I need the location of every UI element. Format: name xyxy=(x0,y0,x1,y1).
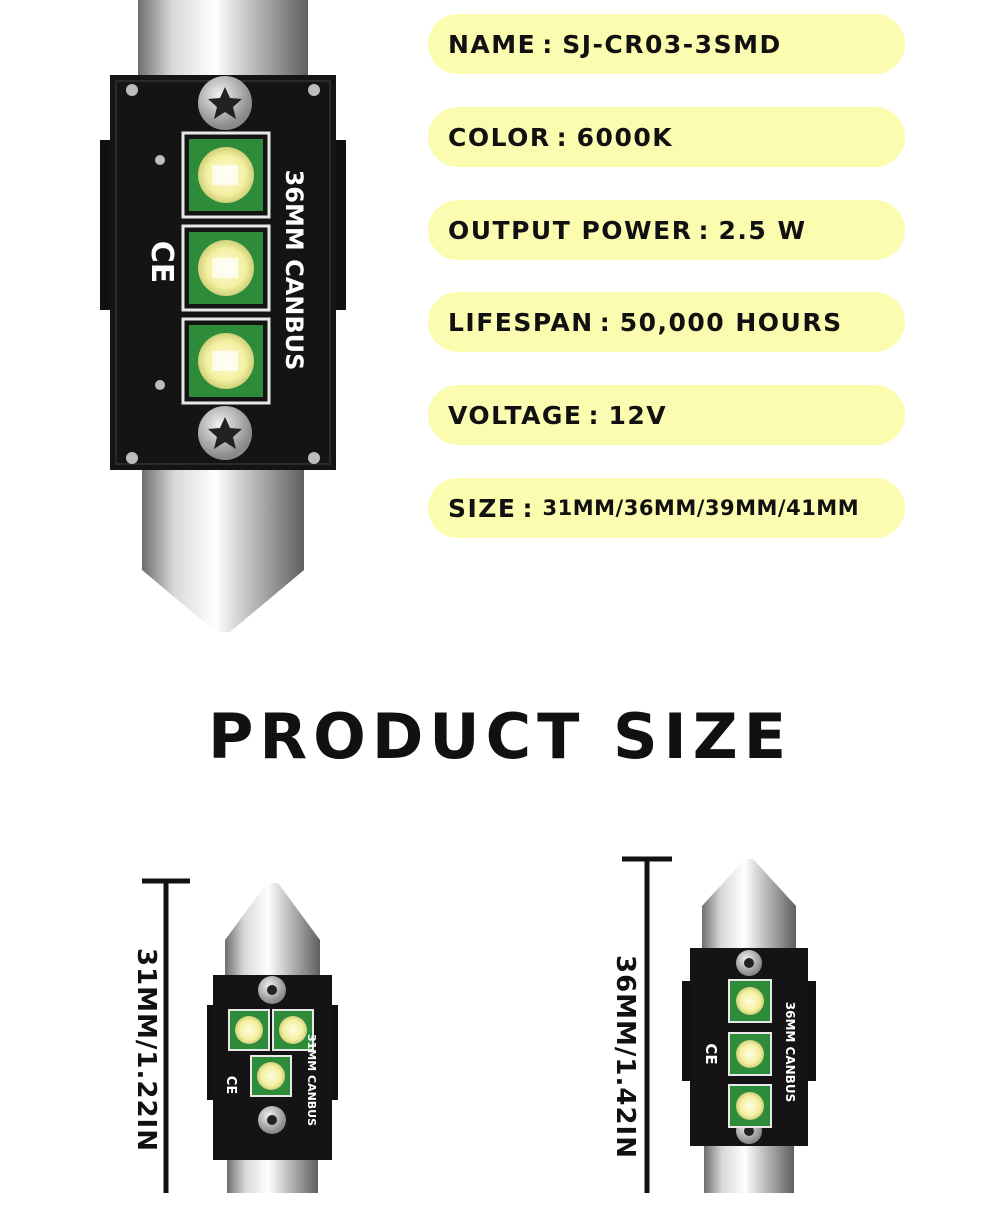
led-chip-2 xyxy=(181,224,271,312)
dimension-label-31mm: 31MM/1.22IN xyxy=(131,947,161,1152)
metal-tip xyxy=(142,570,304,632)
screw-bottom-icon xyxy=(258,1106,286,1134)
section-title: PRODUCT SIZE xyxy=(207,700,793,773)
dimension-bar-31mm xyxy=(142,878,190,1193)
dimension-bar-36mm xyxy=(622,856,672,1193)
screw-top-icon xyxy=(198,76,252,130)
screw-top-icon xyxy=(736,950,762,976)
metal-cap-top xyxy=(138,0,308,80)
spec-lifespan: LIFESPAN:50,000 HOURS xyxy=(428,292,905,352)
spec-size: SIZE:31MM/36MM/39MM/41MM xyxy=(428,478,905,538)
main-bulb-illustration: 36MM CANBUS CE xyxy=(100,0,346,632)
bulb-31mm-illustration: 31MM CANBUS CE xyxy=(207,883,338,1193)
main-bulb-marking: 36MM CANBUS xyxy=(280,170,308,371)
spec-output-power: OUTPUT POWER:2.5 W xyxy=(428,200,905,260)
metal-base xyxy=(142,470,304,570)
spec-voltage: VOLTAGE:12V xyxy=(428,385,905,445)
screw-top-icon xyxy=(258,976,286,1004)
ce-mark-icon: CE xyxy=(144,241,179,284)
svg-text:31MM CANBUS: 31MM CANBUS xyxy=(305,1034,318,1126)
screw-bottom-icon xyxy=(198,406,252,460)
spec-color: COLOR:6000K xyxy=(428,107,905,167)
bulb-36mm-illustration: 36MM CANBUS CE xyxy=(682,859,816,1193)
svg-text:36MM CANBUS: 36MM CANBUS xyxy=(783,1002,797,1102)
led-chip-3 xyxy=(181,317,271,405)
svg-text:CE: CE xyxy=(223,1076,238,1094)
svg-text:CE: CE xyxy=(702,1043,720,1064)
led-chip-1 xyxy=(181,131,271,219)
spec-name: NAME:SJ-CR03-3SMD xyxy=(428,14,905,74)
dimension-label-36mm: 36MM/1.42IN xyxy=(610,954,640,1159)
